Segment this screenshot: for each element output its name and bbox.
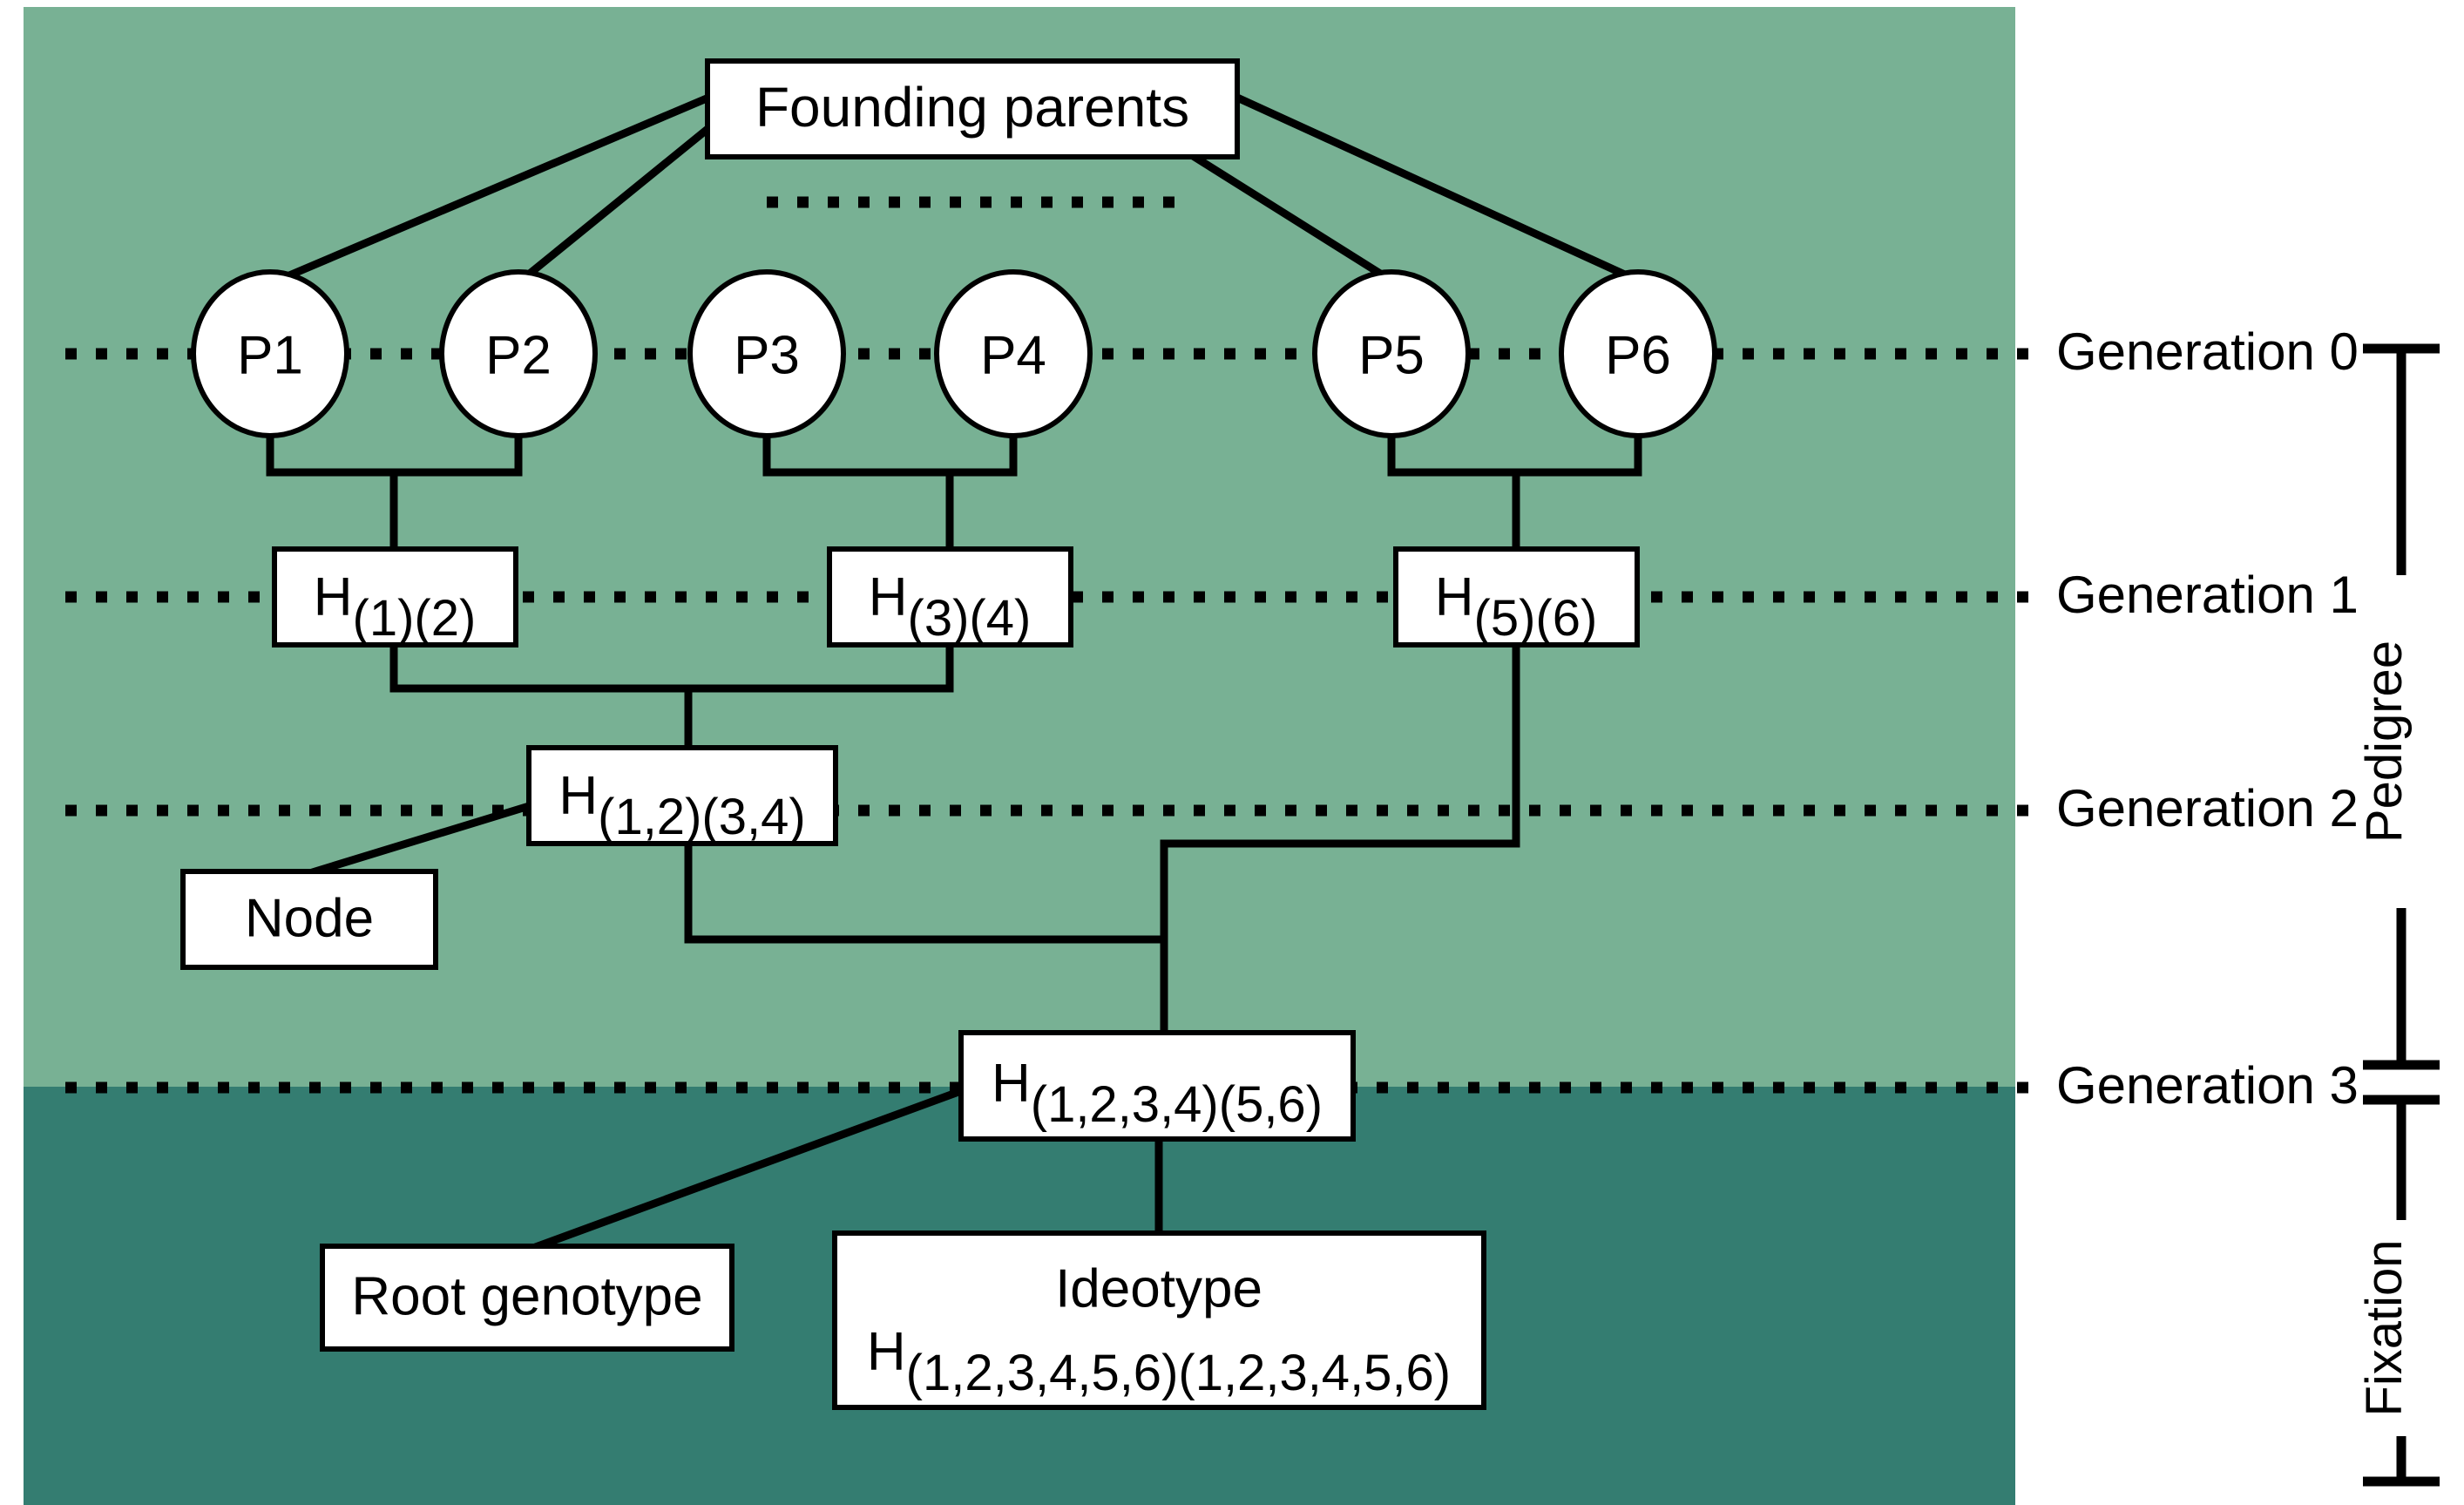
parent-label-p3: P3 [734, 325, 800, 385]
hybrid-base-h1234: H [558, 766, 598, 826]
parent-node-p4[interactable]: P4 [934, 269, 1093, 438]
annotation-box-root-genotype [320, 1244, 734, 1352]
hybrid-node-h123456[interactable]: H(1,2,3,4)(5,6) [958, 1030, 1356, 1142]
annotation-label-root-genotype: Root genotype [351, 1266, 702, 1326]
parent-circle-p1 [191, 269, 349, 438]
hybrid-label-h1234: H(1,2)(3,4) [558, 766, 805, 845]
ideotype-base: H [867, 1322, 906, 1382]
parent-node-p2[interactable]: P2 [439, 269, 598, 438]
generation-label-1: Generation 1 [2056, 566, 2359, 624]
hybrid-base-h34: H [869, 567, 908, 627]
parent-circle-p5 [1312, 269, 1471, 438]
founding-parents-node[interactable]: Founding parents [705, 58, 1240, 159]
annotation-box-node [180, 869, 438, 970]
hybrid-base-h123456: H [992, 1054, 1031, 1114]
parent-label-p2: P2 [485, 325, 552, 385]
parent-node-p5[interactable]: P5 [1312, 269, 1471, 438]
ideotype-node[interactable]: Ideotype H(1,2,3,4,5,6)(1,2,3,4,5,6) [832, 1230, 1486, 1410]
annotation-node[interactable]: Node [180, 869, 438, 970]
hybrid-base-h56: H [1435, 567, 1474, 627]
hybrid-label-h56: H(5)(6) [1435, 567, 1598, 647]
hybrid-label-h12: H(1)(2) [314, 567, 477, 647]
hybrid-box-h12 [272, 546, 518, 647]
hybrid-sub-h1234: (1,2)(3,4) [598, 789, 806, 845]
link-founding-to-p1 [275, 92, 714, 285]
annotation-root-genotype[interactable]: Root genotype [320, 1244, 734, 1352]
parent-label-p6: P6 [1605, 325, 1671, 385]
phase-label-fixation: Fixation [2356, 1239, 2413, 1416]
link-h56-down-left [1160, 645, 1520, 1033]
founding-parents-label: Founding parents [755, 76, 1189, 139]
hybrid-box-h123456 [958, 1030, 1356, 1142]
parent-label-p4: P4 [980, 325, 1046, 385]
parent-circle-p2 [439, 269, 598, 438]
ideotype-box [832, 1230, 1486, 1410]
hybrid-sub-h34: (3)(4) [908, 590, 1032, 647]
hybrid-sub-h56: (5)(6) [1474, 590, 1598, 647]
ideotype-sub: (1,2,3,4,5,6)(1,2,3,4,5,6) [906, 1345, 1451, 1401]
link-h12-h34-to-h1234 [389, 645, 954, 693]
parent-label-p1: P1 [237, 325, 303, 385]
hybrid-box-h56 [1393, 546, 1640, 647]
ideotype-genotype-label: H(1,2,3,4,5,6)(1,2,3,4,5,6) [867, 1322, 1451, 1401]
annotation-label-node: Node [245, 888, 374, 948]
parent-circle-p6 [1559, 269, 1717, 438]
parent-node-p6[interactable]: P6 [1559, 269, 1717, 438]
parent-label-p5: P5 [1358, 325, 1425, 385]
hybrid-base-h12: H [314, 567, 353, 627]
ideotype-title: Ideotype [1055, 1258, 1262, 1319]
hybrid-node-h1234[interactable]: H(1,2)(3,4) [526, 745, 838, 846]
hybrid-node-h12[interactable]: H(1)(2) [272, 546, 518, 647]
parent-node-p1[interactable]: P1 [191, 269, 349, 438]
hybrid-sub-h123456: (1,2,3,4)(5,6) [1031, 1076, 1323, 1133]
link-p3-p4-to-h34 [762, 436, 1018, 477]
hybrid-label-h123456: H(1,2,3,4)(5,6) [992, 1054, 1323, 1133]
generation-label-2: Generation 2 [2056, 779, 2359, 837]
hybrid-node-h56[interactable]: H(5)(6) [1393, 546, 1640, 647]
hybrid-box-h1234 [526, 745, 838, 846]
parent-circle-p3 [687, 269, 846, 438]
link-h1234-down-right [684, 844, 1164, 944]
hybrid-sub-h12: (1)(2) [353, 590, 477, 647]
generation-label-3: Generation 3 [2056, 1056, 2359, 1115]
parent-circle-p4 [934, 269, 1093, 438]
leader-root-genotype-annotation [531, 1088, 960, 1252]
hybrid-node-h34[interactable]: H(3)(4) [827, 546, 1073, 647]
hybrid-label-h34: H(3)(4) [869, 567, 1032, 647]
generation-label-0: Generation 0 [2056, 322, 2359, 381]
founding-parents-box [705, 58, 1240, 159]
link-founding-to-p6 [1235, 93, 1640, 285]
phase-label-pedigree: Pedigree [2356, 641, 2413, 843]
hybrid-box-h34 [827, 546, 1073, 647]
link-founding-to-p2 [518, 119, 719, 284]
parent-node-p3[interactable]: P3 [687, 269, 846, 438]
leader-node-annotation [305, 802, 531, 878]
